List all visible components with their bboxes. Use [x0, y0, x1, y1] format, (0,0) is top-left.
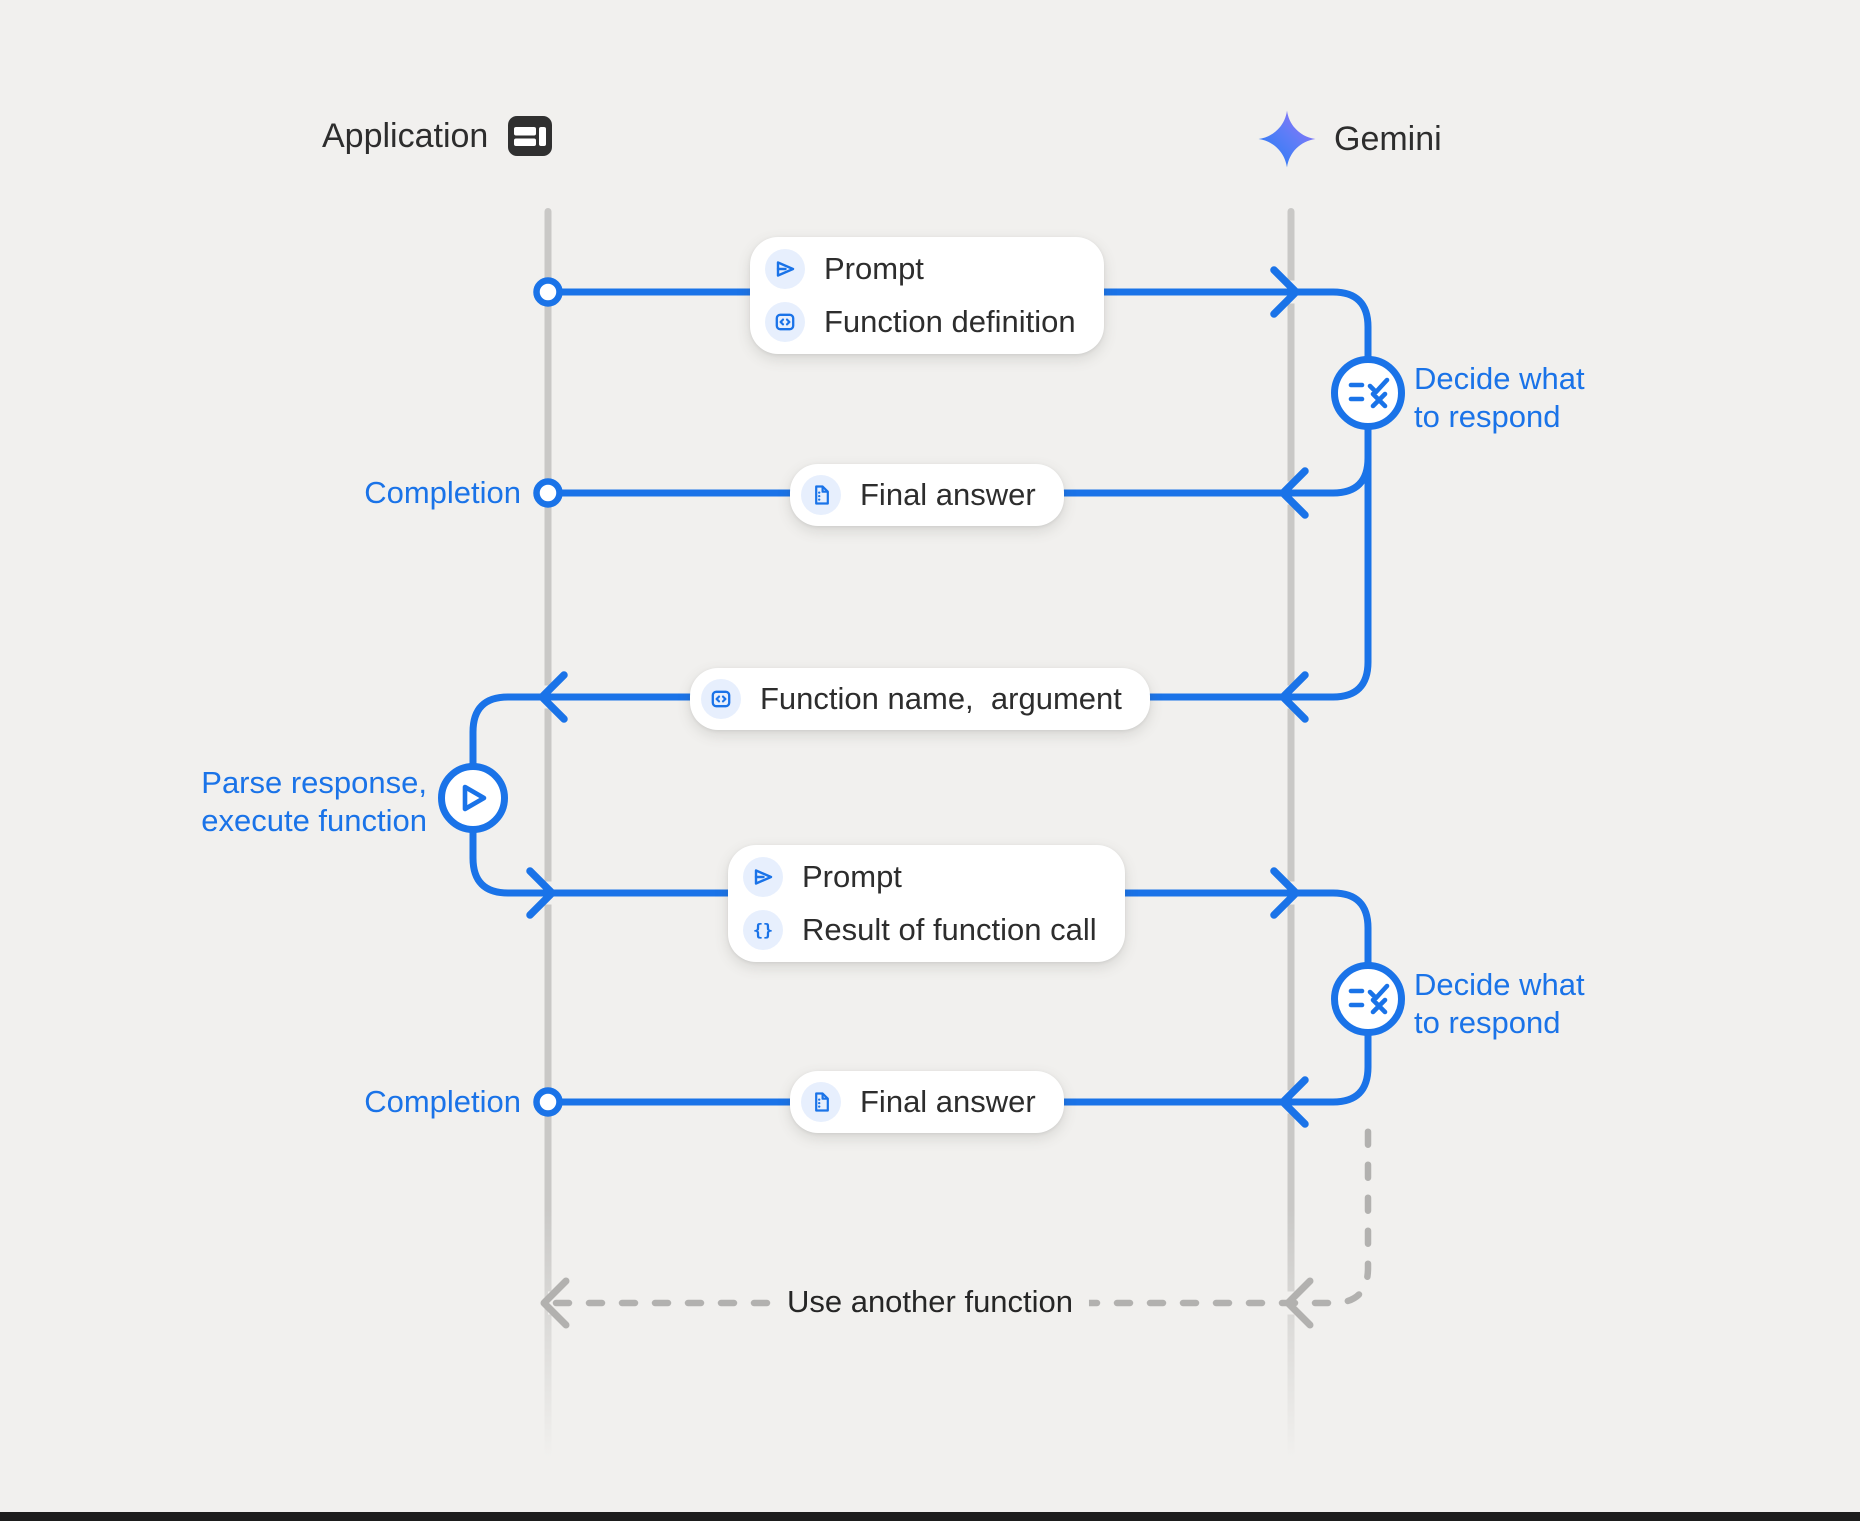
- use-another-function-label: Use another function: [770, 1284, 1090, 1320]
- message-label: Result of function call: [802, 912, 1097, 947]
- send-icon: [743, 857, 783, 897]
- parse-execute-line1: Parse response,: [201, 765, 427, 800]
- arrowhead-result-from-application: [526, 867, 556, 919]
- arrowhead-final-answer-1: [1279, 467, 1309, 519]
- arrowhead-result-to-gemini: [1270, 867, 1300, 919]
- message-box-final-answer-2: Final answer: [790, 1071, 1064, 1133]
- decide-label-2-line1: Decide what: [1414, 967, 1585, 1002]
- message-row: Final answer: [801, 475, 1036, 515]
- line-halos: [461, 280, 1380, 1315]
- arrowhead-function-name-gemini: [1279, 671, 1309, 723]
- application-title: Application: [322, 116, 489, 155]
- message-label: Final answer: [860, 1084, 1036, 1119]
- svg-text:{: {: [753, 921, 763, 941]
- document-icon: [801, 475, 841, 515]
- completion-label-2: Completion: [364, 1084, 521, 1119]
- completion-label-1: Completion: [364, 475, 521, 510]
- use-another-function-dashed-line: [552, 1118, 1372, 1307]
- dashed-arrowhead-gemini: [1284, 1277, 1314, 1329]
- braces-icon: { }: [743, 910, 783, 950]
- send-icon: [765, 249, 805, 289]
- bottom-edge-bar: [0, 1512, 1860, 1521]
- parse-execute-line2: execute function: [201, 803, 427, 838]
- completion-node-1: [533, 478, 563, 508]
- rule-check-icon: [1348, 983, 1390, 1015]
- decide-node-2: [1331, 962, 1405, 1036]
- decide-label-1-line1: Decide what: [1414, 361, 1585, 396]
- play-icon: [462, 784, 487, 812]
- message-row: Function name, argument: [701, 679, 1122, 719]
- dashed-arrowhead-application: [540, 1277, 570, 1329]
- message-label: Function definition: [824, 304, 1076, 339]
- decide-node-1: [1331, 356, 1405, 430]
- arrowhead-final-answer-2: [1279, 1076, 1309, 1128]
- message-label: Prompt: [824, 251, 924, 286]
- document-icon: [801, 1082, 841, 1122]
- svg-text:}: }: [763, 921, 773, 941]
- parse-execute-label: Parse response,execute function: [201, 764, 427, 840]
- message-box-final-answer-1: Final answer: [790, 464, 1064, 526]
- application-lifeline: [544, 208, 552, 1458]
- decide-label-1-line2: to respond: [1414, 399, 1561, 434]
- message-label: Function name, argument: [760, 681, 1122, 716]
- gemini-star-icon: [1258, 110, 1316, 168]
- start-node: [533, 277, 563, 307]
- message-row: Final answer: [801, 1082, 1036, 1122]
- message-box-prompt-function-definition: Prompt Function definition: [750, 237, 1104, 354]
- message-label: Final answer: [860, 477, 1036, 512]
- gemini-lifeline: [1287, 208, 1295, 1458]
- gemini-header: Gemini: [1256, 108, 1442, 170]
- rule-check-icon: [1348, 377, 1390, 409]
- message-row: Prompt: [743, 855, 1097, 899]
- execute-node: [438, 763, 508, 833]
- message-row: { } Result of function call: [743, 908, 1097, 952]
- completion-node-2: [533, 1087, 563, 1117]
- message-box-prompt-result: Prompt { } Result of function call: [728, 845, 1125, 962]
- message-label: Prompt: [802, 859, 902, 894]
- gemini-title: Gemini: [1334, 119, 1442, 158]
- code-icon: [765, 302, 805, 342]
- message-row: Function definition: [765, 300, 1076, 344]
- decide-label-2-line2: to respond: [1414, 1005, 1561, 1040]
- code-icon: [701, 679, 741, 719]
- final-answer-branch-path: [544, 454, 1372, 497]
- application-window-icon: [508, 116, 553, 156]
- arrowhead-function-name-application: [538, 671, 568, 723]
- message-row: Prompt: [765, 247, 1076, 291]
- message-box-function-name-argument: Function name, argument: [690, 668, 1150, 730]
- application-header: Application: [322, 116, 553, 156]
- arrowhead-prompt-to-gemini: [1270, 266, 1300, 318]
